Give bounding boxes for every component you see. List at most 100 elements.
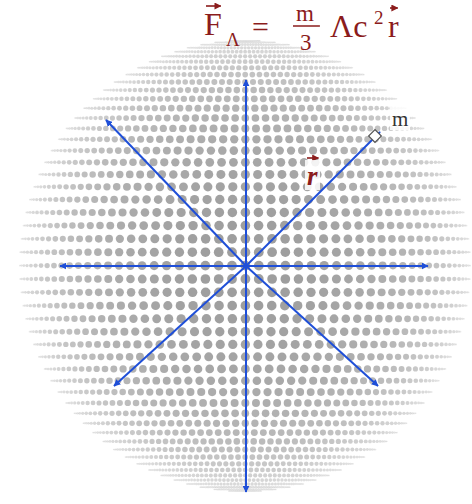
sphere-dot xyxy=(250,438,257,445)
sphere-dot xyxy=(256,478,260,482)
sphere-dot xyxy=(293,468,297,472)
sphere-dot xyxy=(298,147,306,155)
sphere-dot xyxy=(95,235,103,243)
sphere-dot xyxy=(68,402,70,404)
sphere-dot xyxy=(151,221,160,230)
sphere-dot xyxy=(331,234,340,243)
sphere-dot xyxy=(434,379,437,382)
sphere-dot xyxy=(218,486,221,489)
sphere-dot xyxy=(385,431,388,434)
sphere-dot xyxy=(341,377,349,385)
sphere-dot xyxy=(293,461,298,466)
sphere-dot xyxy=(360,377,367,384)
sphere-dot xyxy=(217,158,226,167)
sphere-dot xyxy=(160,158,168,166)
sphere-dot xyxy=(106,302,114,310)
sphere-dot xyxy=(163,147,171,155)
sphere-dot xyxy=(163,447,168,452)
sphere-dot xyxy=(335,430,341,436)
sphere-dot xyxy=(417,402,420,405)
sphere-dot xyxy=(351,125,358,132)
sphere-dot xyxy=(152,469,154,471)
sphere-dot xyxy=(418,354,423,359)
sphere-dot xyxy=(332,469,335,472)
sphere-dot xyxy=(261,482,264,485)
sphere-dot xyxy=(378,377,384,383)
sphere-dot xyxy=(189,125,197,133)
sphere-dot xyxy=(366,302,374,310)
sphere-dot xyxy=(109,440,112,443)
sphere-dot xyxy=(145,462,148,465)
sphere-dot xyxy=(214,468,219,473)
sphere-dot xyxy=(194,420,201,427)
sphere-dot xyxy=(123,439,127,443)
sphere-dot xyxy=(262,410,270,418)
sphere-dot xyxy=(134,456,137,459)
sphere-dot xyxy=(227,486,230,489)
sphere-dot xyxy=(388,235,396,243)
sphere-dot xyxy=(177,438,183,444)
sphere-dot xyxy=(133,400,140,407)
sphere-dot xyxy=(150,125,157,132)
sphere-dot xyxy=(78,378,83,383)
sphere-dot xyxy=(411,354,417,360)
sphere-dot xyxy=(233,473,237,477)
sphere-dot xyxy=(155,410,162,417)
sphere-dot xyxy=(444,185,448,189)
sphere-dot xyxy=(317,208,326,217)
sphere-dot xyxy=(115,147,122,154)
sphere-dot xyxy=(282,410,289,417)
sphere-dot xyxy=(129,208,137,216)
sphere-dot xyxy=(381,389,387,395)
sphere-dot xyxy=(432,290,438,296)
sphere-dot xyxy=(278,340,287,349)
sphere-dot xyxy=(105,431,109,435)
sphere-dot xyxy=(180,352,189,361)
sphere-dot xyxy=(392,196,399,203)
sphere-dot xyxy=(138,439,143,444)
sphere-dot xyxy=(97,389,103,395)
sphere-dot xyxy=(160,105,166,111)
sphere-dot xyxy=(150,399,157,406)
sphere-dot xyxy=(123,340,131,348)
sphere-dot xyxy=(66,390,69,393)
sphere-dot xyxy=(67,249,74,256)
sphere-dot xyxy=(341,208,350,217)
sphere-dot xyxy=(128,301,136,309)
sphere-dot xyxy=(215,195,224,204)
sphere-dot xyxy=(279,327,288,336)
sphere-dot xyxy=(148,462,151,465)
sphere-dot xyxy=(138,115,144,121)
sphere-dot xyxy=(382,400,387,405)
sphere-dot xyxy=(300,479,303,482)
sphere-dot xyxy=(223,482,226,485)
sphere-dot xyxy=(276,438,282,444)
sphere-dot xyxy=(230,461,235,466)
sphere-dot xyxy=(219,482,222,485)
sphere-dot xyxy=(124,147,131,154)
sphere-dot xyxy=(128,136,135,143)
sphere-dot xyxy=(398,159,404,165)
sphere-dot xyxy=(115,275,123,283)
sphere-dot xyxy=(254,314,264,324)
sphere-dot xyxy=(151,301,160,310)
sphere-dot xyxy=(125,125,131,131)
sphere-dot xyxy=(356,456,359,459)
sphere-dot xyxy=(151,462,154,465)
sphere-dot xyxy=(219,388,227,396)
sphere-dot xyxy=(68,127,70,129)
sphere-dot xyxy=(264,482,267,485)
sphere-dot xyxy=(86,107,88,109)
sphere-dot xyxy=(214,274,224,284)
sphere-dot xyxy=(142,125,149,132)
sphere-dot xyxy=(188,247,198,257)
sphere-dot xyxy=(191,340,200,349)
sphere-dot xyxy=(81,354,87,360)
sphere-dot xyxy=(359,125,365,131)
sphere-dot xyxy=(290,352,299,361)
sphere-dot xyxy=(91,401,96,406)
sphere-dot xyxy=(189,399,197,407)
sphere-dot xyxy=(359,439,363,443)
sphere-dot xyxy=(167,462,171,466)
sphere-dot xyxy=(23,251,26,254)
